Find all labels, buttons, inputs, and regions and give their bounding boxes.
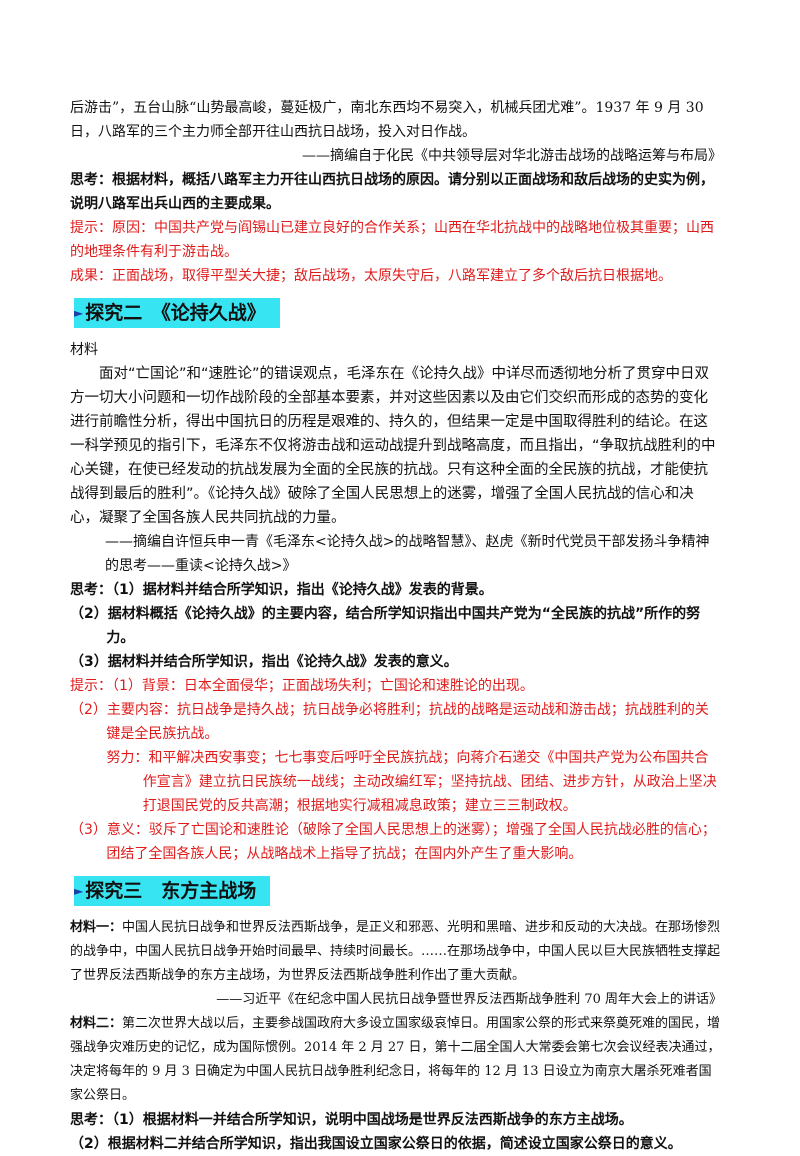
arrow-icon: ►	[74, 884, 84, 898]
material-two: 材料二：第二次世界大战以后，主要参战国政府大多设立国家级哀悼日。用国家公祭的形式…	[70, 1012, 722, 1108]
hint-efforts: 努力：和平解决西安事变；七七事变后呼吁全民族抗战；向蒋介石递交《中国共产党为公布…	[106, 750, 717, 814]
material-source: ——摘编自许恒兵申一青《毛泽东<论持久战>的战略智慧》、赵虎《新时代党员干部发扬…	[105, 534, 710, 574]
think-question-1: 思考：（1）据材料并结合所学知识，指出《论持久战》发表的背景。	[70, 582, 493, 598]
think-question: 思考：根据材料，概括八路军主力开往山西抗日战场的原因。请分别以正面战场和敌后战场…	[70, 172, 714, 212]
material-one-text: 中国人民抗日战争和世界反法西斯战争，是正义和邪恶、光明和黑暗、进步和反动的大决战…	[70, 920, 721, 983]
section-heading-2: ►探究二 《论持久战》	[74, 298, 280, 328]
hint-background: 提示：（1）背景：日本全面侵华；正面战场失利；亡国论和速胜论的出现。	[70, 678, 534, 694]
material-source: ——摘编自于化民《中共领导层对华北游击战场的战略运筹与布局》	[302, 148, 722, 164]
material-one-source: ——习近平《在纪念中国人民抗日战争暨世界反法西斯战争胜利 70 周年大会上的讲话…	[216, 992, 722, 1007]
material-one-label: 材料一：	[70, 920, 123, 935]
think-question-1: 思考：（1）根据材料一并结合所学知识，说明中国战场是世界反法西斯战争的东方主战场…	[70, 1112, 633, 1128]
material-two-label: 材料二：	[70, 1016, 123, 1031]
section-title: 探究三 东方主战场	[85, 880, 257, 902]
document-page: 后游击”，五台山脉“山势最高峻，蔓延极广，南北东西均不易突入，机械兵团尤难”。1…	[70, 100, 722, 1152]
think-question-2: （2）根据材料二并结合所学知识，指出我国设立国家公祭日的依据，简述设立国家公祭日…	[70, 1136, 682, 1152]
section-heading-3: ►探究三 东方主战场	[74, 876, 271, 906]
section-title: 探究二 《论持久战》	[85, 302, 266, 324]
material-label: 材料	[70, 342, 98, 358]
material-two-text: 第二次世界大战以后，主要参战国政府大多设立国家级哀悼日。用国家公祭的形式来祭奠死…	[70, 1016, 721, 1103]
arrow-icon: ►	[74, 306, 84, 320]
material-paragraph: 后游击”，五台山脉“山势最高峻，蔓延极广，南北东西均不易突入，机械兵团尤难”。1…	[70, 100, 704, 140]
material-one: 材料一：中国人民抗日战争和世界反法西斯战争，是正义和邪恶、光明和黑暗、进步和反动…	[70, 916, 722, 988]
hint-reason: 提示：原因：中国共产党与阎锡山已建立良好的合作关系；山西在华北抗战中的战略地位极…	[70, 220, 714, 260]
hint-significance: （3）意义：驳斥了亡国论和速胜论（破除了全国人民思想上的迷雾）；增强了全国人民抗…	[70, 822, 716, 862]
think-question-3: （3）据材料并结合所学知识，指出《论持久战》发表的意义。	[70, 654, 458, 670]
hint-content: （2）主要内容：抗日战争是持久战；抗日战争必将胜利；抗战的战略是运动战和游击战；…	[70, 702, 709, 742]
hint-result: 成果：正面战场，取得平型关大捷；敌后战场，太原失守后，八路军建立了多个敌后抗日根…	[70, 268, 672, 284]
material-paragraph: 面对“亡国论”和“速胜论”的错误观点，毛泽东在《论持久战》中详尽而透彻地分析了贯…	[70, 366, 716, 526]
think-question-2: （2）据材料概括《论持久战》的主要内容，结合所学知识指出中国共产党为“全民族的抗…	[70, 606, 701, 646]
